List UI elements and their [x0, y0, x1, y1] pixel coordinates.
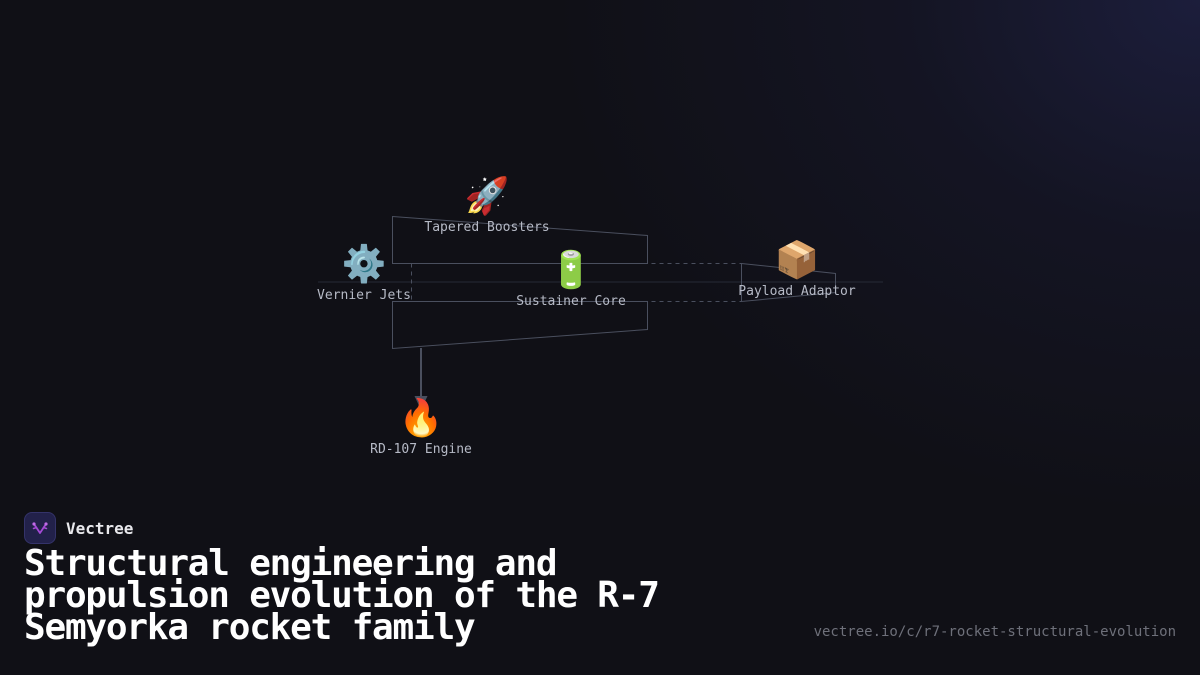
- page-title: Structural engineering and propulsion ev…: [24, 543, 660, 648]
- engine-arrowhead: [414, 396, 428, 410]
- node-label: Sustainer Core: [516, 294, 626, 309]
- brand[interactable]: Vectree: [24, 512, 133, 544]
- battery-icon: 🔋: [548, 250, 594, 291]
- node-label: RD-107 Engine: [370, 442, 472, 457]
- node-rd-107-engine[interactable]: 🔥 RD-107 Engine: [370, 398, 472, 457]
- diagram-canvas: 🚀 Tapered Boosters ⚙️ Vernier Jets 🔋 Sus…: [317, 176, 883, 457]
- rocket-icon: 🚀: [464, 176, 510, 217]
- gear-icon: ⚙️: [341, 244, 387, 285]
- node-label: Payload Adaptor: [738, 284, 856, 299]
- node-payload-adaptor[interactable]: 📦 Payload Adaptor: [738, 240, 855, 299]
- vectree-logo-icon: [24, 512, 56, 544]
- fire-icon: 🔥: [398, 398, 444, 439]
- page-url[interactable]: vectree.io/c/r7-rocket-structural-evolut…: [813, 624, 1176, 640]
- node-tapered-boosters[interactable]: 🚀 Tapered Boosters: [424, 176, 549, 235]
- node-vernier-jets[interactable]: ⚙️ Vernier Jets: [317, 244, 411, 303]
- node-label: Vernier Jets: [317, 288, 411, 303]
- brand-name: Vectree: [66, 518, 134, 538]
- node-sustainer-core[interactable]: 🔋 Sustainer Core: [516, 250, 626, 309]
- lower-booster-shape: [392, 301, 648, 350]
- node-label: Tapered Boosters: [424, 220, 550, 235]
- package-icon: 📦: [774, 240, 820, 281]
- diagram-shapes: [318, 215, 883, 410]
- payload-adaptor-shape: [741, 262, 836, 303]
